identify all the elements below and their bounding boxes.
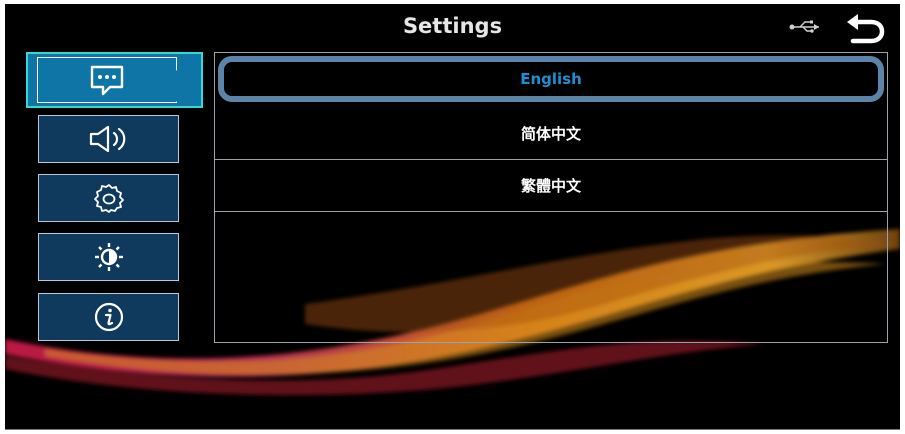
language-label: English [520,70,582,88]
bottom-divider [5,429,900,430]
active-pointer [176,70,196,102]
language-list: English 简体中文 繁體中文 [214,52,888,343]
sidebar-item-sound[interactable] [38,115,179,163]
language-label: 繁體中文 [520,177,581,195]
back-button[interactable] [843,14,887,44]
info-icon [94,302,123,332]
language-option-traditional-chinese[interactable]: 繁體中文 [215,160,887,212]
chat-bubble-icon [90,65,124,96]
sidebar-item-about[interactable] [38,293,179,341]
settings-screen: Settings [5,4,900,429]
page-title: Settings [402,14,503,38]
gear-icon [93,184,124,213]
usb-icon [789,19,821,35]
language-option-simplified-chinese[interactable]: 简体中文 [215,108,887,160]
sidebar-item-display[interactable] [38,233,179,281]
brightness-icon [94,243,123,271]
sidebar-item-language[interactable] [26,52,203,108]
sidebar-item-general[interactable] [38,174,179,222]
back-arrow-icon [847,14,885,44]
background-wave-graphic [5,229,900,396]
language-option-english[interactable]: English [218,56,884,102]
speaker-icon [89,125,125,153]
language-label: 简体中文 [520,125,581,143]
